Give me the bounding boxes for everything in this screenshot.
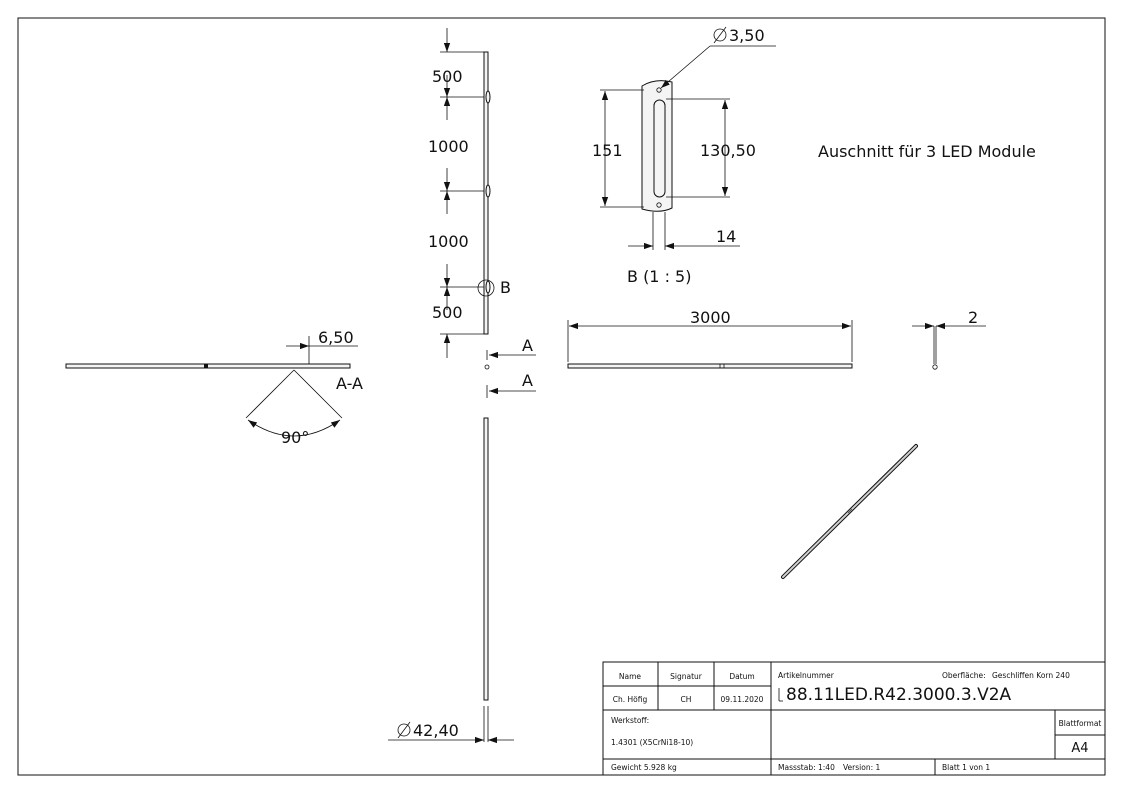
side-view: 2 <box>912 308 986 370</box>
bar-lower <box>483 417 489 701</box>
dim-seg-mid1: 1000 <box>428 137 469 156</box>
detail-title: B (1 : 5) <box>627 267 691 286</box>
detail-b-marker: B <box>500 278 511 297</box>
isometric-view <box>781 444 918 579</box>
datum-header: Datum <box>729 672 754 681</box>
section-title: A-A <box>336 374 363 393</box>
signatur-header: Signatur <box>670 672 703 681</box>
artikelnummer-value: 88.11LED.R42.3000.3.V2A <box>786 685 1012 705</box>
section-a-a: 6,50 90° A-A <box>65 328 363 447</box>
dim-thickness: 2 <box>968 308 978 327</box>
detail-b-circle <box>477 279 495 297</box>
werkstoff-value: 1.4301 (X5CrNi18-10) <box>611 738 693 747</box>
dim-seg-bottom: 500 <box>432 303 463 322</box>
version: Version: 1 <box>843 763 880 772</box>
massstab: Massstab: 1:40 <box>778 763 835 772</box>
name-header: Name <box>619 672 642 681</box>
detail-b: 3,50 151 130,50 14 B (1 : 5) <box>592 26 776 286</box>
note-led-modules: Auschnitt für 3 LED Module <box>818 142 1036 161</box>
section-marker-top: A <box>522 336 533 355</box>
artikelnummer-label: Artikelnummer <box>778 671 835 680</box>
slot-3 <box>485 280 491 294</box>
blattformat-value: A4 <box>1071 741 1088 756</box>
slot-2 <box>485 184 491 198</box>
werkstoff-label: Werkstoff: <box>611 716 649 725</box>
section-marker-bottom: A <box>522 371 533 390</box>
top-view-bar <box>567 363 853 369</box>
section-markers: A A <box>484 336 536 398</box>
dim-seg-top: 500 <box>432 67 463 86</box>
title-block: Name Signatur Datum Ch. Höfig CH 09.11.2… <box>602 661 1106 776</box>
signatur-value: CH <box>681 695 692 704</box>
dim-seg-mid2: 1000 <box>428 232 469 251</box>
oberflaeche-value: Geschliffen Korn 240 <box>992 671 1070 680</box>
name-value: Ch. Höfig <box>613 695 648 704</box>
slot-1 <box>485 90 491 104</box>
gewicht: Gewicht 5.928 kg <box>611 763 677 772</box>
oberflaeche-label: Oberfläche: <box>942 671 986 680</box>
front-view: B 500 1000 1000 500 42,40 <box>388 28 514 744</box>
top-view: 3000 <box>567 308 853 369</box>
dim-diameter-hole: 3,50 <box>729 26 765 45</box>
blattformat-label: Blattformat <box>1059 719 1102 728</box>
dim-offset: 6,50 <box>318 328 354 347</box>
dim-height-outer: 151 <box>592 141 623 160</box>
detail-slot <box>653 99 666 198</box>
blatt: Blatt 1 von 1 <box>942 763 990 772</box>
dim-diameter-tube: 42,40 <box>413 721 459 740</box>
dim-width-detail: 14 <box>716 227 736 246</box>
dim-length-total: 3000 <box>690 308 731 327</box>
datum-value: 09.11.2020 <box>721 695 764 704</box>
dim-height-slot: 130,50 <box>700 141 756 160</box>
dim-angle: 90° <box>281 428 309 447</box>
sheet-border <box>17 17 1106 776</box>
